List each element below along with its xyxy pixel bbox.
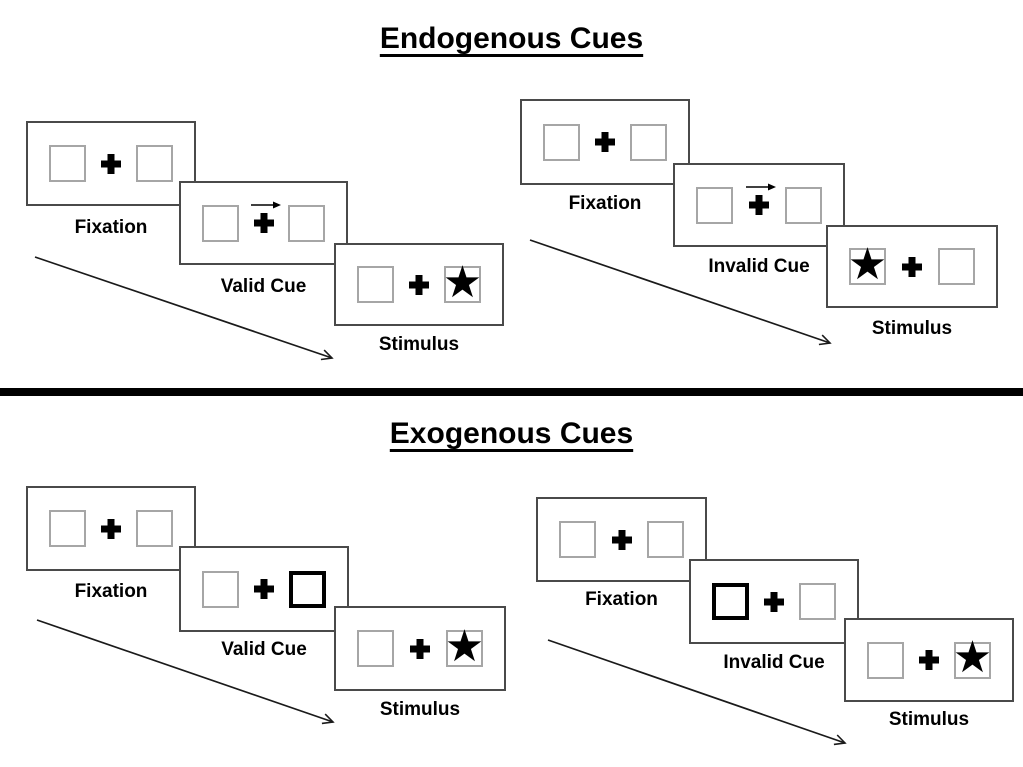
- left-box: [559, 521, 596, 558]
- star-stimulus-box: ★: [445, 624, 484, 668]
- right-box: [799, 583, 836, 620]
- star-icon: ★: [847, 239, 888, 289]
- invalid-cue-panel: [689, 559, 859, 644]
- valid-cue-panel: [179, 181, 348, 265]
- left-box: [49, 510, 86, 547]
- panel-label: Valid Cue: [221, 639, 307, 660]
- fixation-cross-icon: [764, 591, 784, 612]
- stimulus-panel: ★: [334, 606, 506, 691]
- right-box: [938, 248, 975, 285]
- fixation-cross-icon: [919, 650, 939, 670]
- right-box: [647, 521, 684, 558]
- left-box: [202, 204, 239, 242]
- section-divider: [0, 388, 1023, 396]
- fixation-cross-icon: [746, 183, 776, 215]
- valid-cue-panel: [179, 546, 349, 632]
- panel-label: Stimulus: [379, 699, 461, 720]
- section-title-exogenous: Exogenous Cues: [389, 417, 634, 450]
- stimulus-panel: ★: [826, 225, 998, 308]
- star-stimulus-box: ★: [848, 242, 887, 286]
- fixation-cross-icon: [250, 201, 281, 233]
- fixation-cross-icon: [595, 132, 615, 152]
- fixation-cross-icon: [902, 256, 922, 277]
- panel-label: Fixation: [585, 589, 658, 610]
- cue-box-right: [289, 570, 326, 608]
- panel-label: Stimulus: [378, 334, 460, 355]
- panel-label: Fixation: [74, 581, 148, 602]
- fixation-cross-icon: [611, 529, 632, 550]
- left-box: [543, 123, 580, 161]
- left-box: [202, 570, 239, 608]
- panel-label: Valid Cue: [220, 276, 307, 297]
- right-box: [785, 186, 822, 224]
- cue-box-left: [712, 583, 749, 620]
- panel-label: Stimulus: [871, 318, 953, 339]
- left-box: [357, 266, 394, 303]
- panel-label: Stimulus: [888, 709, 970, 730]
- fixation-panel: [26, 121, 196, 206]
- panel-label: Fixation: [568, 193, 642, 214]
- stimulus-panel: ★: [844, 618, 1014, 702]
- panel-label: Invalid Cue: [708, 256, 810, 277]
- cue-arrow-right-icon: [746, 183, 776, 191]
- fixation-cross-icon: [409, 274, 429, 295]
- fixation-cross-icon: [101, 518, 121, 539]
- panel-label: Fixation: [74, 217, 148, 238]
- fixation-cross-icon: [254, 579, 274, 599]
- star-icon: ★: [444, 621, 485, 671]
- right-box: [288, 204, 325, 242]
- star-stimulus-box: ★: [953, 636, 992, 680]
- stimulus-panel: ★: [334, 243, 504, 326]
- fixation-panel: [536, 497, 707, 582]
- left-box: [867, 641, 904, 679]
- timeline-arrow-icon: [36, 619, 335, 725]
- right-box: [630, 123, 667, 161]
- left-box: [357, 630, 394, 667]
- panel-label: Invalid Cue: [723, 652, 825, 673]
- right-box: [136, 145, 173, 182]
- fixation-panel: [26, 486, 196, 571]
- left-box: [49, 145, 86, 182]
- star-stimulus-box: ★: [443, 260, 482, 304]
- section-title-endogenous: Endogenous Cues: [379, 22, 644, 55]
- star-icon: ★: [952, 633, 993, 682]
- timeline-arrow-icon: [34, 256, 334, 361]
- right-box: [136, 510, 173, 547]
- invalid-cue-panel: [673, 163, 845, 247]
- left-box: [696, 186, 733, 224]
- star-icon: ★: [442, 257, 483, 307]
- fixation-cross-icon: [410, 638, 430, 659]
- cue-arrow-right-icon: [250, 201, 281, 209]
- fixation-panel: [520, 99, 690, 185]
- fixation-cross-icon: [101, 153, 121, 174]
